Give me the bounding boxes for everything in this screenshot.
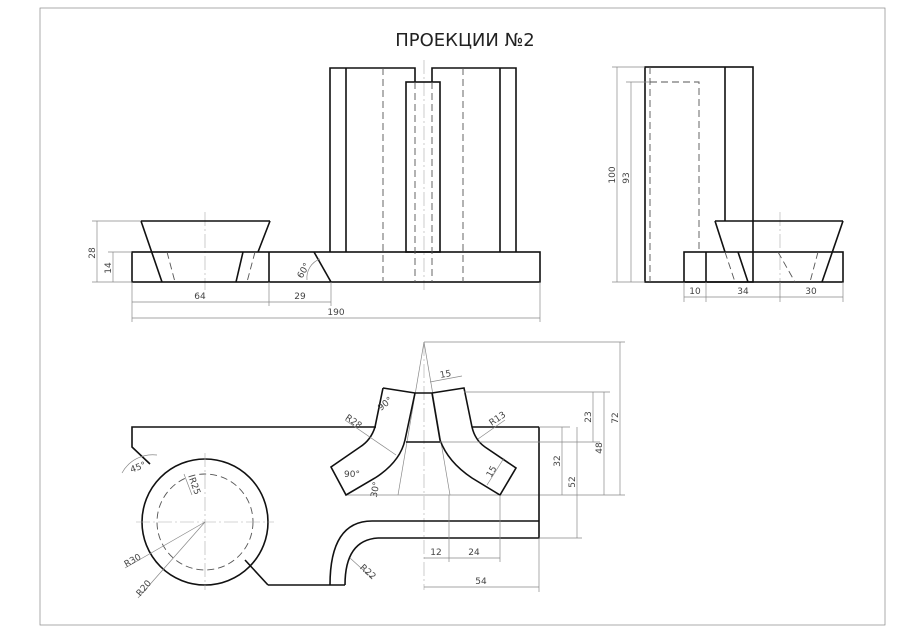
sheet-title: ПРОЕКЦИИ №2 [395,30,535,51]
dim-190: 190 [327,308,344,318]
dim-30: 30 [805,287,817,297]
dim-32: 32 [553,455,563,466]
angle-60: 60° [296,262,313,281]
dim-54: 54 [475,577,487,587]
angle-90-left: 90° [344,470,360,480]
angle-90-top: 90° [376,396,395,414]
dim-14: 14 [104,262,114,274]
radius-r30: R30 [123,552,144,570]
dim-100: 100 [608,166,618,183]
front-view: 28 14 64 29 190 60° [88,60,541,322]
dim-24: 24 [468,548,480,558]
dim-48: 48 [595,442,605,454]
dim-52: 52 [568,476,578,487]
side-view: 100 93 10 34 30 [608,66,844,302]
top-view: 15 90° R28 R13 90° 30° 15 23 48 72 32 52… [121,341,625,599]
dim-15-top: 15 [439,369,452,381]
dim-64: 64 [194,292,206,302]
dim-34: 34 [737,287,749,297]
dim-28: 28 [88,247,98,259]
angle-30: 30° [370,481,383,498]
dim-15-arm: 15 [485,465,499,480]
dim-10: 10 [689,287,701,297]
dim-93: 93 [622,172,632,183]
dim-23: 23 [584,411,594,422]
radius-r28: R28 [343,413,363,431]
dim-12: 12 [430,548,441,558]
dim-29: 29 [294,292,306,302]
dim-72: 72 [611,412,621,423]
sheet-frame [39,7,886,626]
radius-r20: R20 [135,579,154,599]
radius-r13: R13 [488,410,508,428]
angle-45: 45° [129,461,147,476]
radius-r22: R22 [357,563,377,582]
